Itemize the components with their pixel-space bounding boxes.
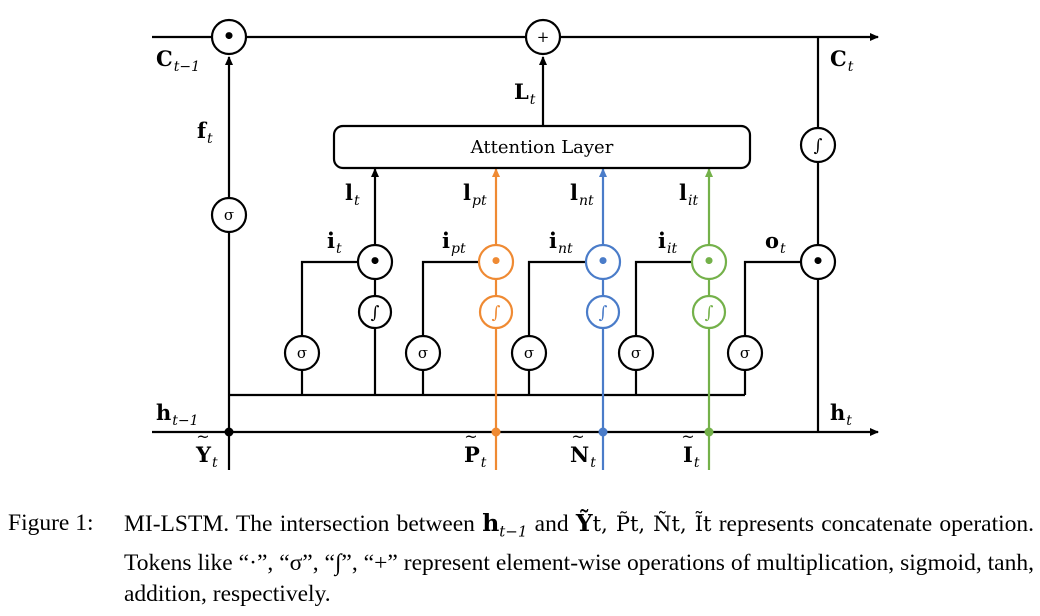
tilde-mark: ~ <box>571 427 584 446</box>
mult-symbol: • <box>490 249 503 273</box>
figure-caption: Figure 1: MI-LSTM. The intersection betw… <box>8 508 1034 610</box>
caption-h-sub: t−1 <box>499 522 528 541</box>
ipt-sig-out <box>421 260 478 335</box>
it-mult-node <box>356 243 394 281</box>
label-o-t: ot <box>765 228 786 257</box>
sigmoid-symbol: σ <box>631 344 641 362</box>
it-sigmoid-node <box>283 334 321 372</box>
tilde-mark: ~ <box>196 427 209 446</box>
label-i-pt: ipt <box>442 228 466 257</box>
forget-mult-node <box>210 18 248 56</box>
label-L-t: Lt <box>514 79 536 108</box>
sigmoid-symbol: σ <box>224 206 234 224</box>
sigmoid-symbol: σ <box>418 344 428 362</box>
tilde-mark: ~ <box>464 427 477 446</box>
output-mult-node <box>799 243 837 281</box>
caption-token-Y: Ỹ <box>575 509 593 537</box>
junction-p <box>491 427 501 437</box>
iit-sigmoid-node <box>617 334 655 372</box>
junction-y <box>224 427 234 437</box>
attention-layer-box <box>332 124 752 170</box>
nt-mult-node <box>584 243 622 281</box>
caption-tokens-rest: t, P̃t, Ñt, Ĩt <box>592 512 712 536</box>
label-l-t: lt <box>345 180 360 209</box>
cell-tanh-node <box>799 126 837 164</box>
junction-n <box>598 427 608 437</box>
label-Y-t: Yt <box>195 442 218 471</box>
caption-and: and <box>527 511 576 537</box>
sigmoid-symbol: σ <box>740 344 750 362</box>
int-sigmoid-node <box>510 334 548 372</box>
it-tanh-node <box>357 294 393 330</box>
label-l-nt: lnt <box>570 180 594 209</box>
label-h-prev: ht−1 <box>156 400 199 429</box>
operator-symbols: • + σ ∫ • • ∫ σ • ∫ σ • ∫ σ • ∫ σ σ <box>223 24 825 362</box>
it2-mult-node <box>690 243 728 281</box>
caption-h: h <box>482 509 500 537</box>
mult-symbol: • <box>812 249 825 273</box>
add-symbol: + <box>537 28 550 46</box>
nt-tanh-node <box>585 294 621 330</box>
mult-symbol: • <box>703 249 716 273</box>
black-wires <box>152 33 879 470</box>
label-N-t: Nt <box>570 442 596 471</box>
label-i-t: it <box>327 228 342 257</box>
tanh-symbol: ∫ <box>492 303 501 323</box>
label-c-t: Ct <box>830 46 854 75</box>
figure-label: Figure 1: <box>8 510 94 536</box>
junction-i <box>704 427 714 437</box>
add-node <box>524 18 562 56</box>
sigmoid-symbol: σ <box>524 344 534 362</box>
mult-symbol: • <box>597 249 610 273</box>
iit-sig-out <box>634 260 692 335</box>
mi-lstm-diagram: Attention Layer • + σ <box>152 18 879 471</box>
mult-symbol: • <box>369 249 382 273</box>
tanh-symbol: ∫ <box>371 303 380 323</box>
ot-sig-out <box>743 260 800 335</box>
ipt-sigmoid-node <box>404 334 442 372</box>
pt-mult-node <box>477 243 515 281</box>
label-l-pt: lpt <box>463 180 487 209</box>
caption-body: MI-LSTM. The intersection between ht−1 a… <box>124 508 1034 610</box>
tanh-symbol: ∫ <box>705 303 714 323</box>
it-sig-out <box>300 260 357 335</box>
int-sig-out <box>527 260 585 335</box>
tanh-symbol: ∫ <box>814 136 823 156</box>
label-i-it: iit <box>658 228 677 257</box>
attention-layer-label: Attention Layer <box>470 137 614 158</box>
label-i-nt: int <box>549 228 573 257</box>
label-l-it: lit <box>679 180 698 209</box>
variable-labels: Ct−1 Ct ft Lt lt lpt lnt lit it ipt int … <box>156 46 854 471</box>
mult-symbol: • <box>223 24 236 48</box>
ot-sigmoid-node <box>726 334 764 372</box>
label-P-t: Pt <box>464 442 487 471</box>
label-f-t: ft <box>197 118 213 147</box>
tilde-mark: ~ <box>681 427 694 446</box>
pt-tanh-node <box>478 294 514 330</box>
label-c-prev: Ct−1 <box>156 46 200 75</box>
caption-text-2: represents concatenate operation. Tokens… <box>124 511 1035 607</box>
forget-sigmoid-node <box>210 196 248 234</box>
tilde-marks: ~ ~ ~ ~ <box>196 427 694 446</box>
it2-tanh-node <box>691 294 727 330</box>
label-h-t: ht <box>830 400 852 429</box>
sigmoid-symbol: σ <box>297 344 307 362</box>
caption-text-1: MI-LSTM. The intersection between <box>124 511 483 537</box>
label-I-t: It <box>683 442 700 471</box>
tanh-symbol: ∫ <box>599 303 608 323</box>
